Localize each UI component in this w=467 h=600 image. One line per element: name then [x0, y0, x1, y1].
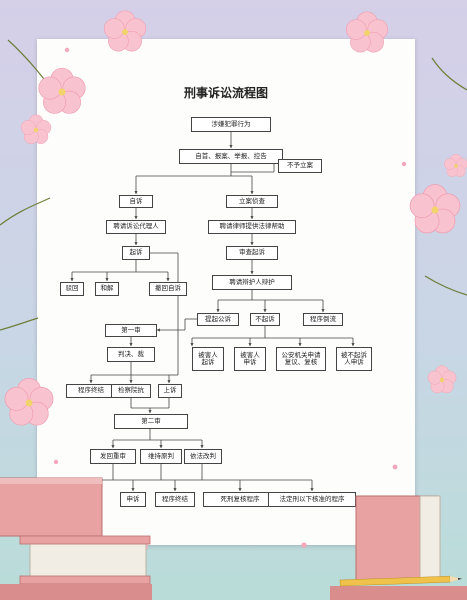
page-title: 刑事诉讼流程图: [183, 86, 268, 100]
node-police-review: 公安机关申请 复议、复核: [276, 347, 326, 371]
node-procedure-end-1: 程序终结: [66, 384, 116, 398]
node-below-statutory: 法定刑以下核准的程序: [268, 492, 356, 507]
node-first-trial: 第一审: [105, 324, 157, 337]
node-complaint: 申诉: [120, 492, 146, 507]
node-no-prosecution: 不起诉: [250, 313, 280, 326]
node-hire-defender: 聘请辩护人辩护: [212, 275, 292, 290]
node-victim-sue: 被害人 起诉: [192, 347, 224, 371]
node-victim-appeal: 被害人 申诉: [234, 347, 266, 371]
node-hire-lawyer: 聘请律师提供法律帮助: [208, 220, 296, 234]
node-procedure-end-2: 程序终结: [155, 492, 195, 507]
node-filing: 立案侦查: [226, 195, 278, 208]
node-defendant-appeal: 被不起诉 人申诉: [336, 347, 372, 371]
node-public-prosecution: 提起公诉: [197, 313, 239, 326]
node-review: 审查起诉: [226, 246, 278, 260]
node-no-case: 不予立案: [278, 159, 322, 173]
node-second-trial: 第二审: [114, 414, 188, 429]
node-suspect: 涉嫌犯罪行为: [191, 117, 271, 132]
node-uphold: 维持原判: [140, 449, 182, 464]
node-reconcile: 和解: [95, 282, 119, 296]
node-death-review: 死刑复核程序: [203, 492, 277, 507]
node-amend: 依法改判: [184, 449, 222, 464]
node-sue: 起诉: [122, 246, 150, 260]
node-judgment: 判决、裁: [107, 347, 155, 362]
node-remand: 发回重审: [90, 449, 136, 464]
node-private-prosecution: 自诉: [119, 195, 153, 208]
node-hire-agent: 聘请诉讼代理人: [106, 220, 166, 234]
node-report: 自首、报案、举报、控告: [179, 149, 283, 164]
node-withdraw: 撤回自诉: [149, 282, 187, 296]
node-procedure-back: 程序倒流: [303, 313, 343, 326]
node-dismiss: 驳回: [60, 282, 84, 296]
node-appeal: 上诉: [158, 384, 182, 398]
node-protest: 检察院抗: [111, 384, 151, 398]
